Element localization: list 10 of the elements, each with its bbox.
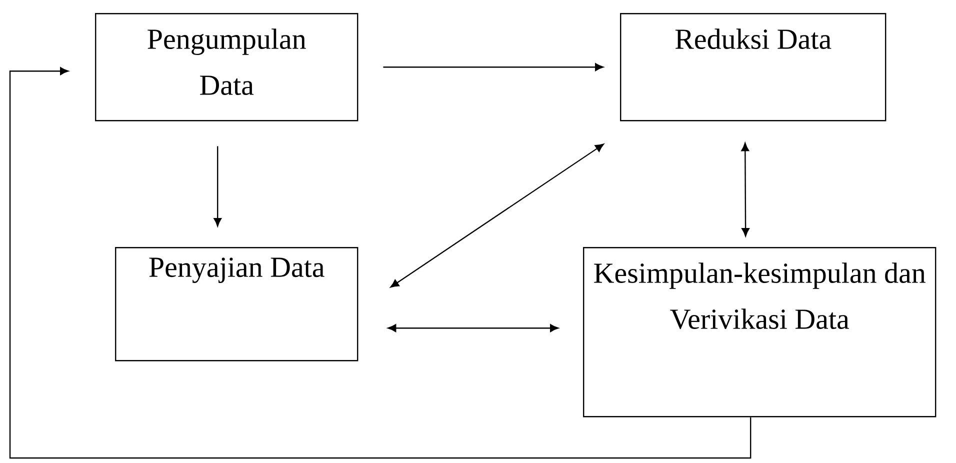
process-box: Kesimpulan-kesimpulan dan Verivikasi Data [583,247,936,418]
arrow [214,146,222,226]
process-box: Reduksi Data [620,13,886,122]
arrow [741,142,750,236]
arrow [383,63,604,72]
process-box: Penyajian Data [115,247,358,362]
arrow [388,324,559,332]
process-box: Pengumpulan Data [95,13,358,122]
arrow [9,67,752,459]
arrow [390,144,604,288]
